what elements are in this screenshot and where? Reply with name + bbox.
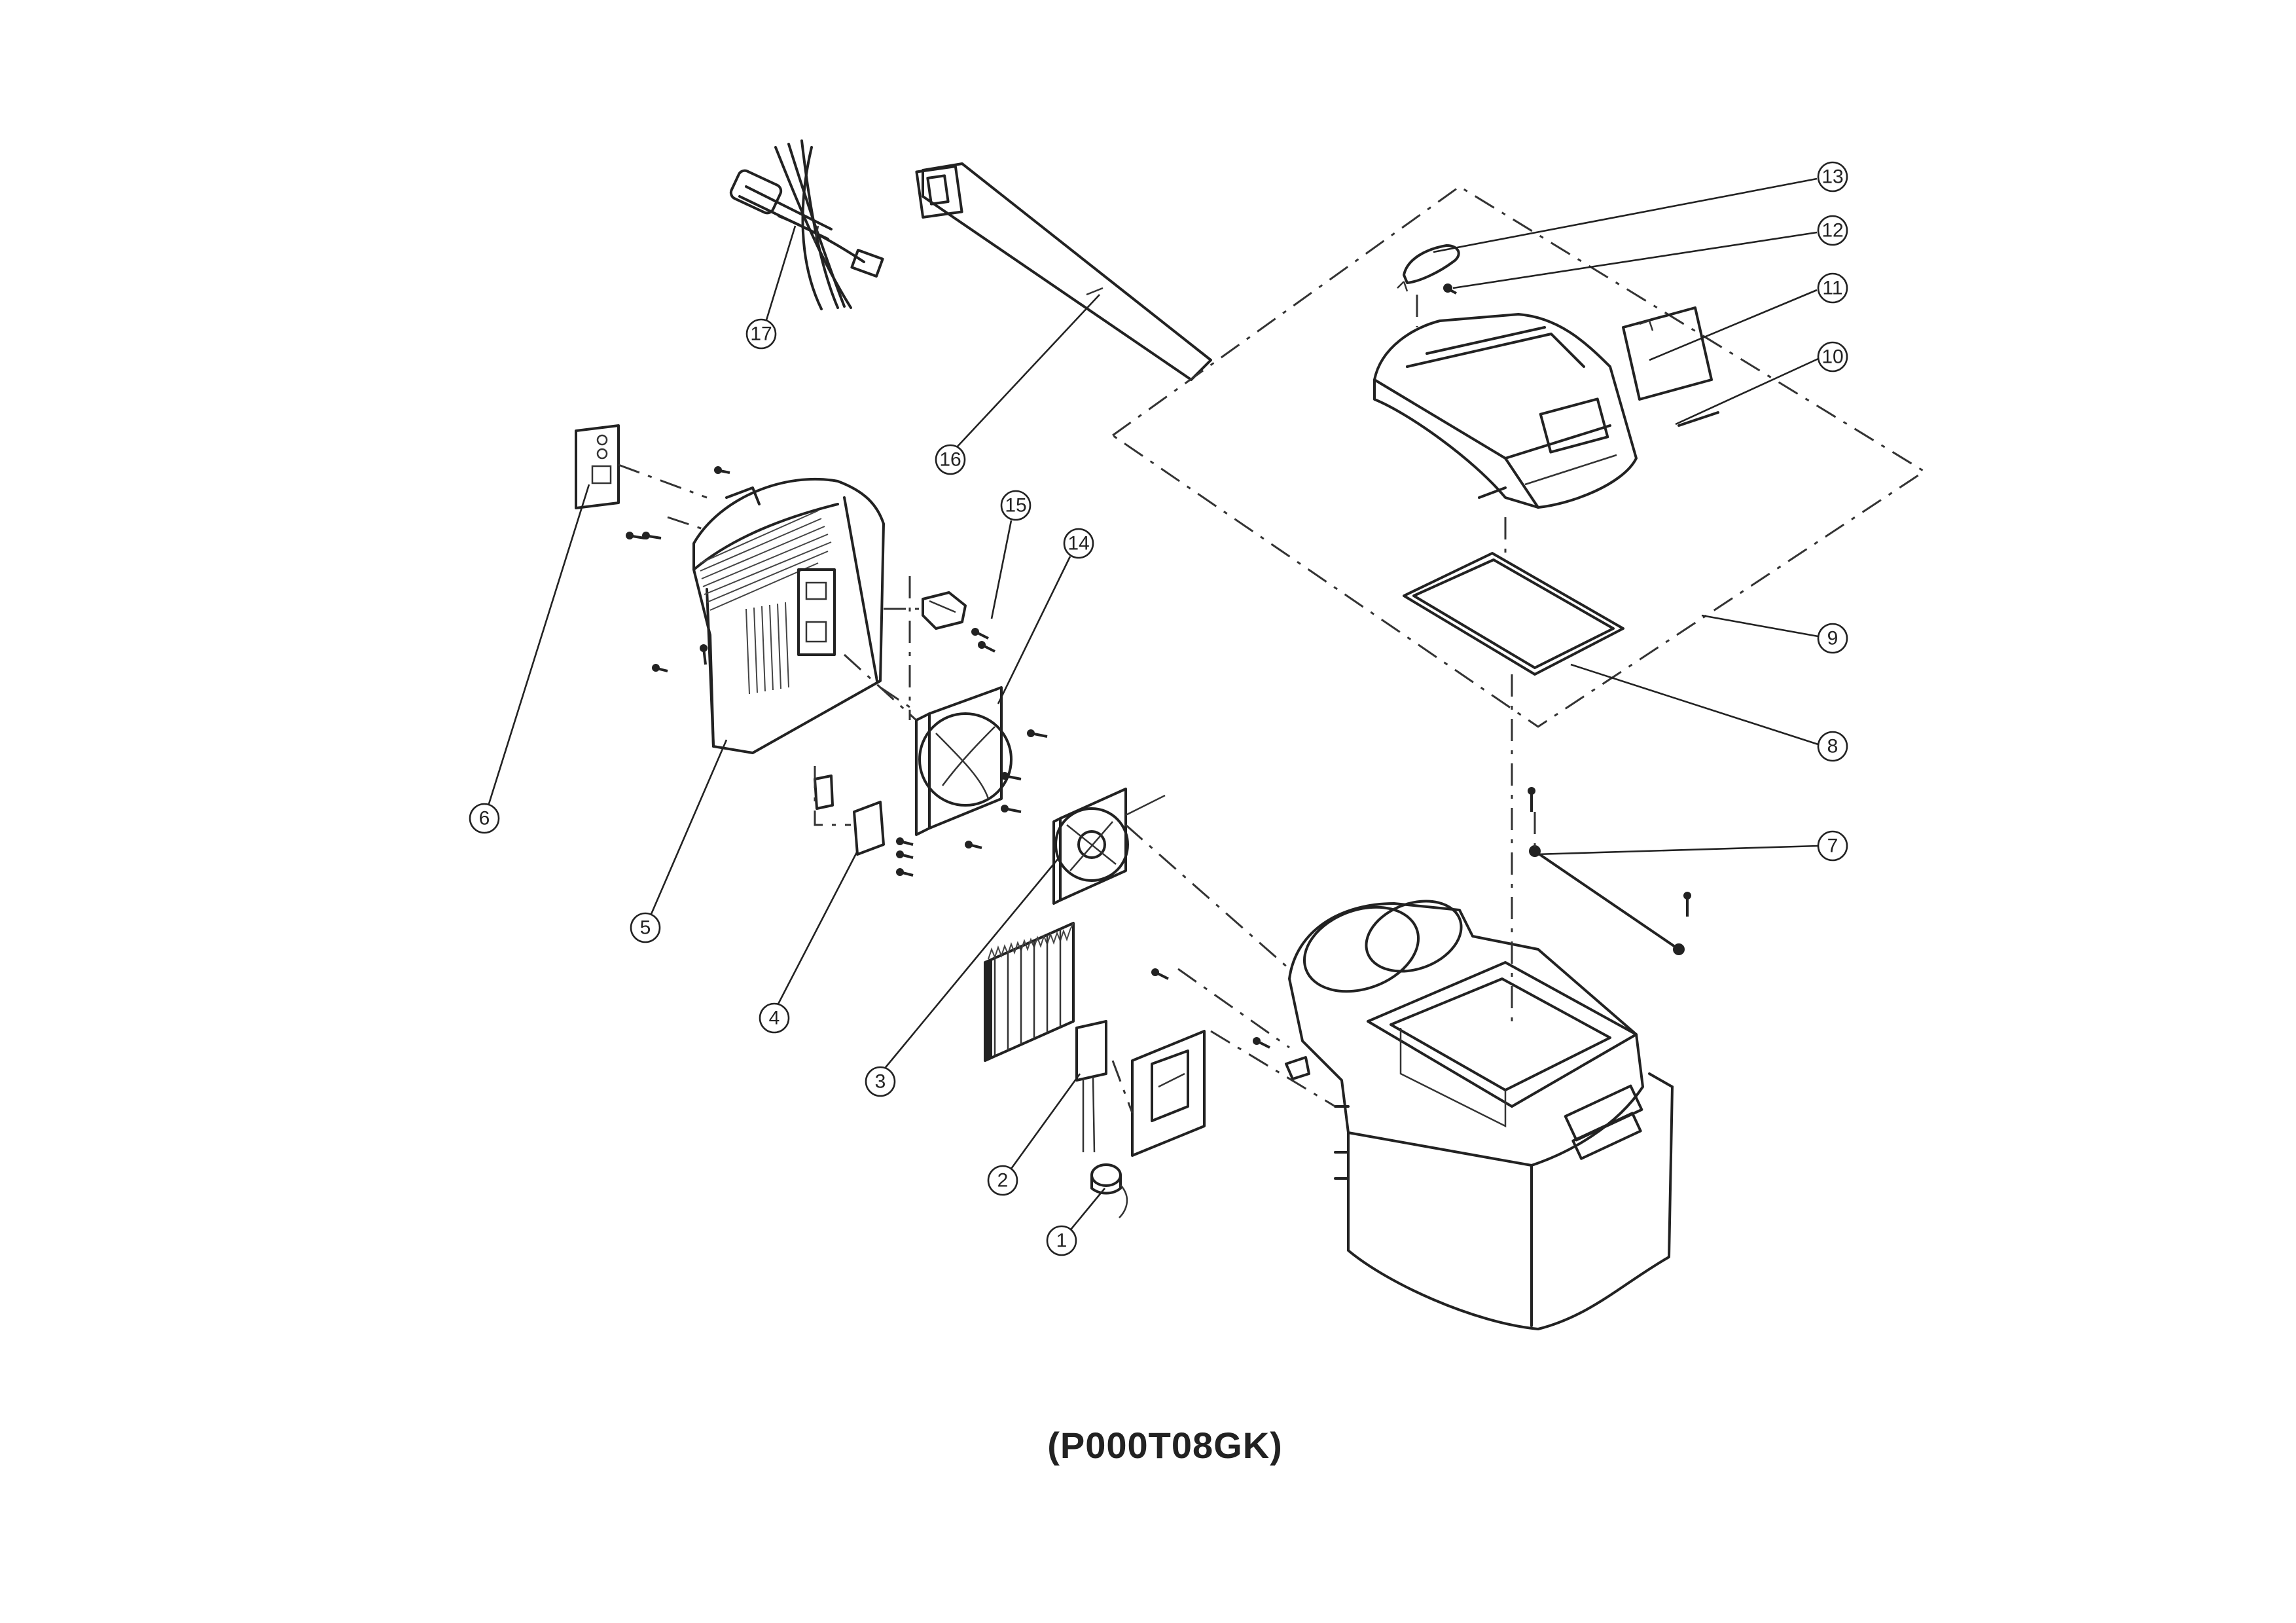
model-code-label: (P000T08GK)	[1047, 1425, 1283, 1466]
svg-text:12: 12	[1821, 220, 1843, 242]
gasket-part-8	[1403, 552, 1624, 676]
svg-text:1: 1	[1056, 1230, 1067, 1252]
callout-bubbles: 1 2 3 4 5 6 7 8 9 10 11 12 13 14 15 16 1…	[469, 161, 1848, 1256]
plate-part-4	[814, 775, 885, 856]
callout-5: 5	[630, 912, 661, 943]
assembly-lines	[618, 295, 1536, 1114]
cooler-body	[1288, 900, 1674, 1330]
callout-15: 15	[1000, 490, 1031, 521]
fan-part-3	[1052, 788, 1166, 905]
bar-screws	[1528, 787, 1691, 917]
svg-text:13: 13	[1821, 166, 1843, 188]
callout-17: 17	[745, 318, 777, 350]
rear-housing-part-5	[692, 477, 885, 754]
frame-screws	[1151, 968, 1270, 1049]
strap-part-16	[915, 162, 1212, 381]
knob-part-13	[1397, 244, 1460, 292]
callout-9: 9	[1817, 623, 1848, 654]
svg-text:3: 3	[875, 1071, 886, 1093]
thermostat-part-1	[1090, 1163, 1128, 1218]
callout-13: 13	[1817, 161, 1848, 192]
callout-8: 8	[1817, 731, 1848, 762]
svg-text:11: 11	[1822, 278, 1842, 299]
svg-text:14: 14	[1067, 533, 1089, 555]
svg-text:2: 2	[997, 1170, 1009, 1192]
callout-12: 12	[1817, 215, 1848, 246]
shroud-screws	[1001, 729, 1048, 813]
pin-part-10	[1478, 411, 1719, 499]
plate-screws	[896, 837, 982, 877]
housing-screws	[626, 466, 730, 672]
callout-11: 11	[1817, 272, 1848, 304]
svg-text:5: 5	[640, 917, 651, 939]
svg-text:16: 16	[939, 449, 961, 471]
heat-sink	[984, 922, 1075, 1062]
svg-text:7: 7	[1827, 835, 1839, 857]
callout-10: 10	[1817, 341, 1848, 373]
callout-4: 4	[759, 1002, 790, 1034]
svg-text:17: 17	[750, 323, 772, 345]
lid	[1373, 313, 1638, 509]
callout-1: 1	[1046, 1225, 1077, 1256]
power-cord-part-17	[729, 139, 884, 310]
svg-text:15: 15	[1005, 495, 1026, 517]
switch-bracket-part-15	[922, 591, 967, 630]
svg-text:6: 6	[479, 808, 490, 830]
callout-3: 3	[865, 1066, 896, 1097]
leader-lines	[483, 177, 1819, 1241]
svg-text:4: 4	[769, 1008, 780, 1029]
cold-plate-frame	[1131, 1030, 1206, 1157]
lid-assembly-outline-part-9	[1111, 185, 1926, 728]
bar-part-7	[1529, 845, 1685, 955]
svg-text:9: 9	[1827, 628, 1839, 649]
callout-16: 16	[935, 444, 966, 475]
svg-text:10: 10	[1821, 346, 1843, 368]
callout-6: 6	[469, 803, 500, 834]
callout-7: 7	[1817, 830, 1848, 862]
label-plate-part-6	[575, 424, 620, 509]
clip	[1285, 1056, 1310, 1080]
bracket-screws	[971, 628, 996, 653]
svg-text:8: 8	[1827, 736, 1839, 757]
lid-insert-part-11	[1622, 306, 1713, 401]
peltier-module-part-2	[1075, 1020, 1107, 1153]
fan-shroud-part-14	[915, 686, 1013, 836]
screw-part-12	[1443, 283, 1457, 295]
callout-2: 2	[987, 1165, 1018, 1196]
callout-14: 14	[1063, 528, 1094, 559]
